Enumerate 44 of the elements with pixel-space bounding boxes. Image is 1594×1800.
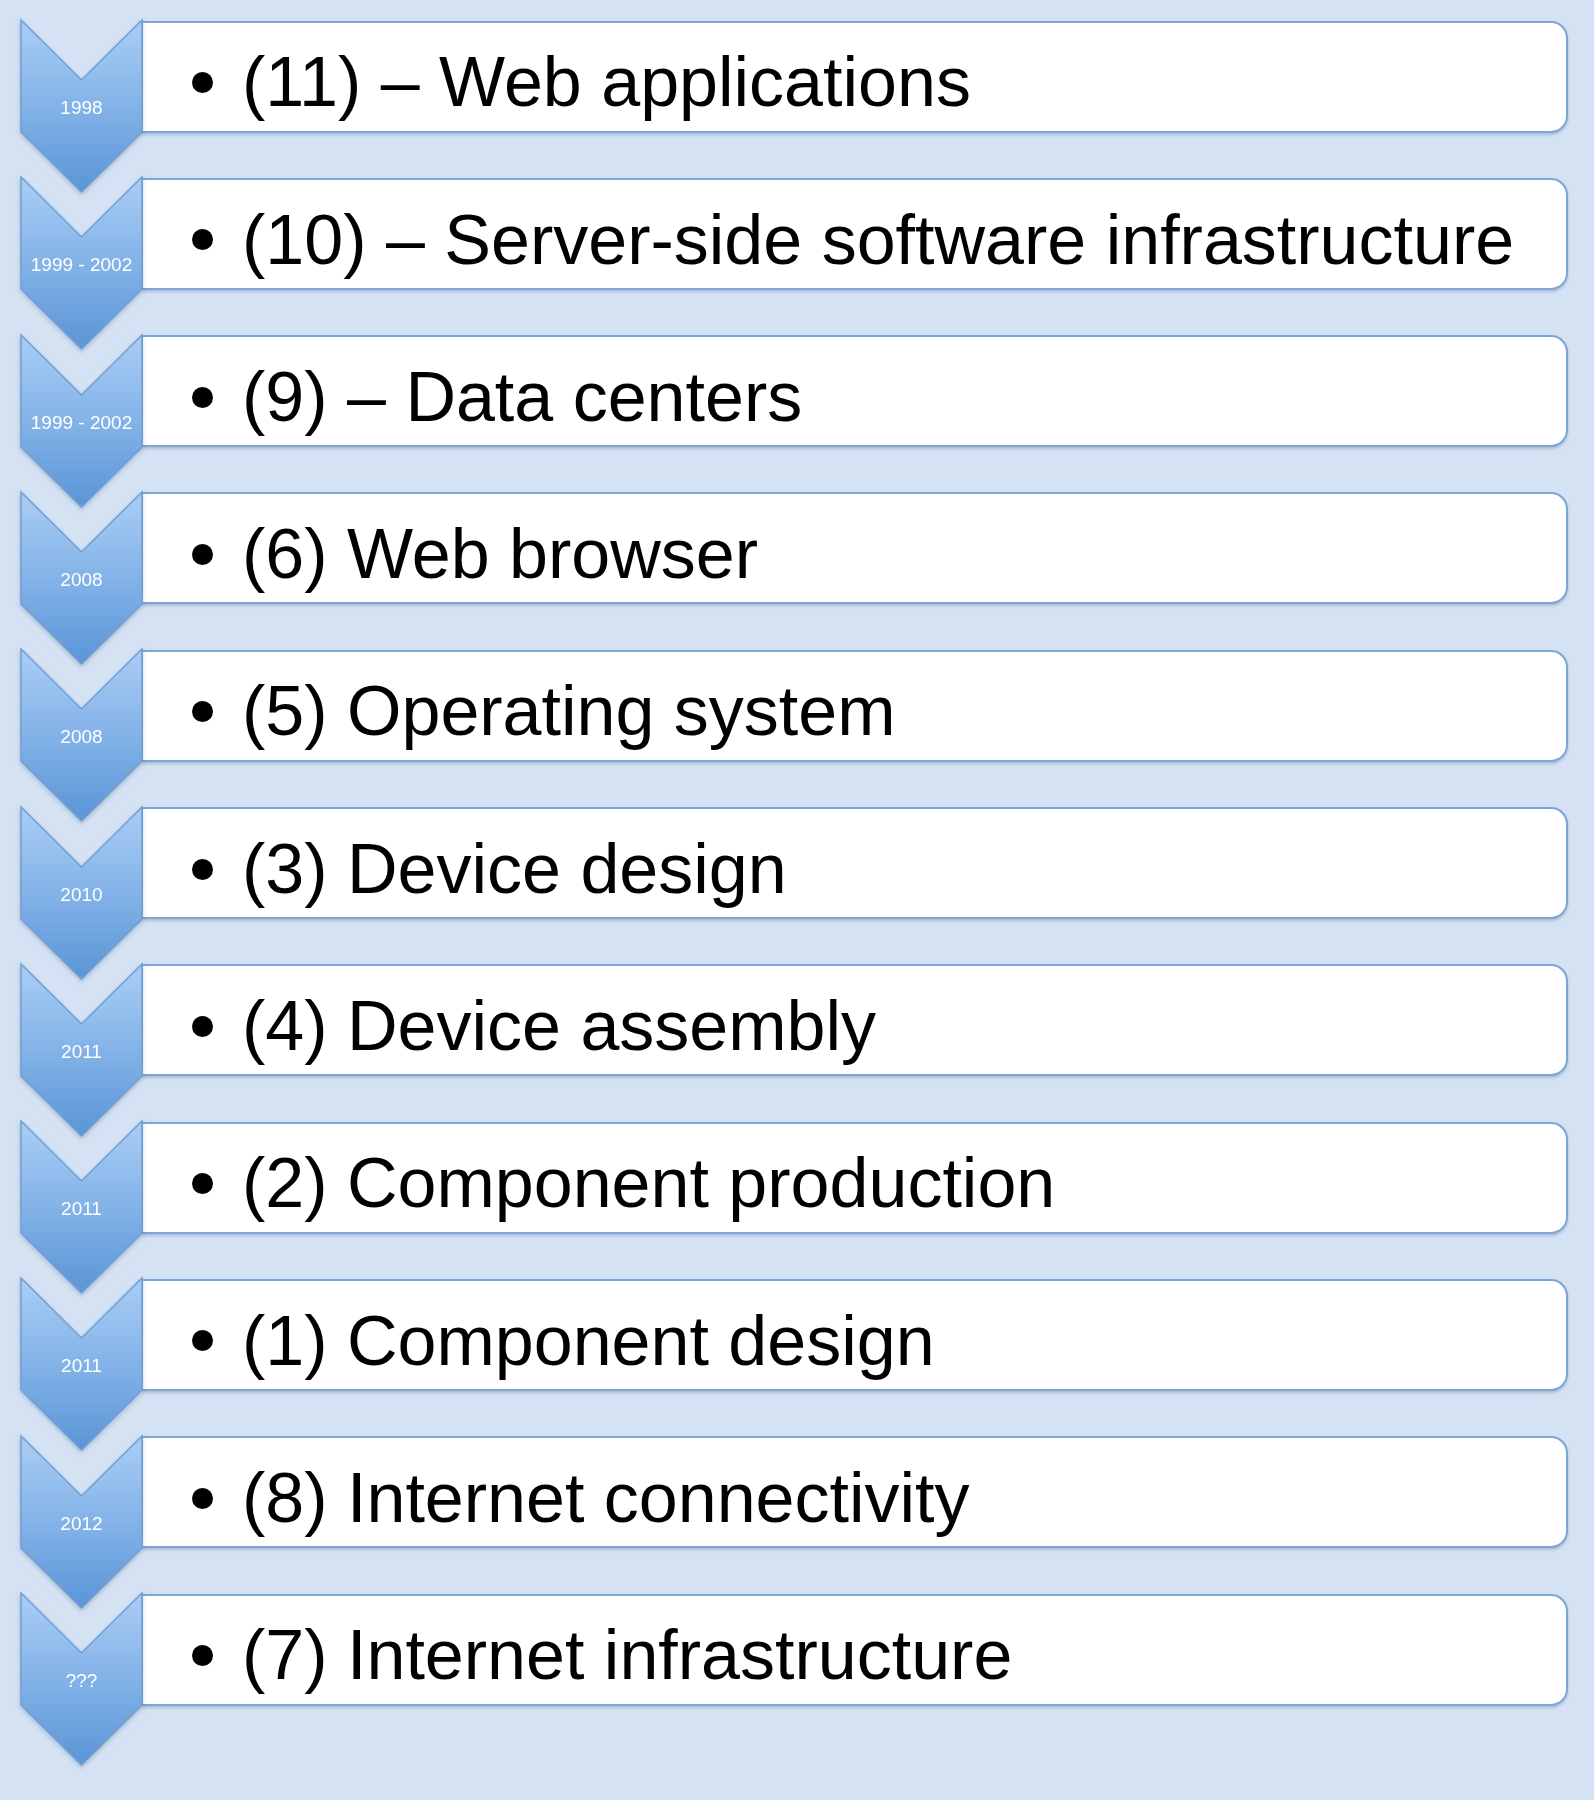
year-label: 1999 - 2002 bbox=[30, 254, 133, 277]
list-item-box bbox=[142, 1436, 1568, 1549]
year-banner bbox=[21, 334, 142, 507]
year-banner bbox=[21, 649, 142, 822]
year-label: ??? bbox=[65, 1670, 98, 1692]
year-banner bbox=[21, 806, 142, 979]
year-label: 2008 bbox=[60, 568, 103, 591]
year-banner bbox=[21, 1121, 142, 1294]
list-item-box bbox=[142, 492, 1568, 605]
year-banner bbox=[21, 1435, 142, 1608]
year-label: 2008 bbox=[60, 726, 103, 749]
list-item-box bbox=[142, 649, 1568, 762]
year-label: 2011 bbox=[61, 1355, 102, 1378]
year-banner bbox=[21, 1593, 142, 1765]
year-banner bbox=[21, 963, 142, 1136]
year-banner bbox=[21, 20, 142, 192]
list-item-box bbox=[142, 807, 1568, 919]
item-label: (4) Device assembly bbox=[242, 987, 877, 1066]
list-item-box bbox=[142, 1593, 1568, 1706]
item-label: (7) Internet infrastructure bbox=[242, 1616, 1013, 1695]
item-label: (3) Device design bbox=[242, 829, 787, 909]
year-banner bbox=[21, 1278, 142, 1451]
list-item-box bbox=[142, 964, 1568, 1077]
list-item-box bbox=[142, 20, 1568, 133]
item-label: (2) Component production bbox=[242, 1144, 1056, 1223]
item-label: (1) Component design bbox=[242, 1301, 935, 1381]
list-item-box bbox=[142, 1278, 1568, 1391]
list-item-box bbox=[142, 177, 1568, 290]
year-label: 2011 bbox=[61, 1040, 102, 1063]
year-label: 1999 - 2002 bbox=[30, 411, 133, 434]
item-label: (11) – Web applications bbox=[242, 43, 971, 122]
year-label: 1998 bbox=[60, 97, 103, 119]
item-label: (9) – Data centers bbox=[242, 357, 803, 437]
year-label: 2010 bbox=[60, 883, 103, 906]
item-label: (8) Internet connectivity bbox=[242, 1459, 970, 1538]
item-label: (5) Operating system bbox=[242, 672, 896, 751]
list-item-box bbox=[142, 1121, 1568, 1234]
item-label: (10) – Server-side software infrastructure bbox=[242, 200, 1515, 279]
list-item-box bbox=[142, 335, 1568, 448]
year-banner bbox=[21, 491, 142, 664]
item-label: (6) Web browser bbox=[242, 515, 759, 594]
year-label: 2012 bbox=[60, 1512, 103, 1535]
year-banner bbox=[21, 177, 142, 350]
year-label: 2011 bbox=[61, 1198, 102, 1220]
